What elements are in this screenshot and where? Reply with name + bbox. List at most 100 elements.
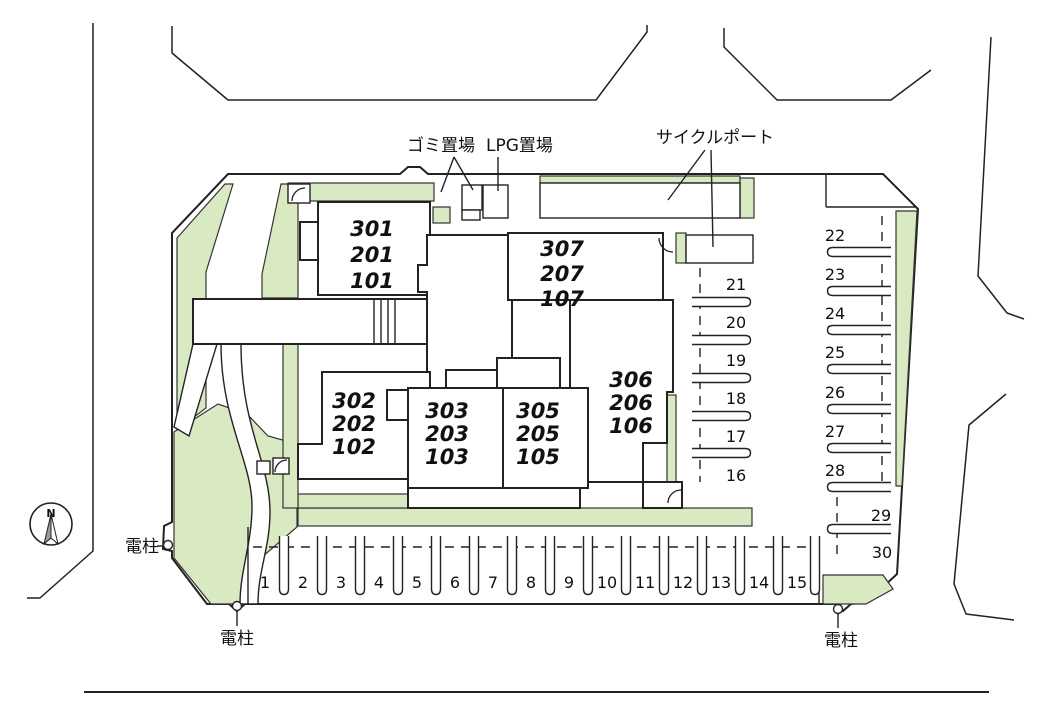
lpg-station: [482, 184, 509, 219]
parking-divider: [692, 296, 752, 308]
parking-divider: [826, 481, 891, 493]
parking-space-number: 9: [564, 573, 574, 592]
utility-poles: 電柱 電柱 電柱: [125, 537, 858, 651]
parking-space-number: 12: [673, 573, 693, 592]
parking-space-number: 15: [787, 573, 807, 592]
building-wing-303: [386, 389, 409, 421]
parking-space-number: 4: [374, 573, 384, 592]
parking-space-number: 26: [825, 383, 845, 402]
compass-north-letter: N: [46, 507, 55, 520]
garbage-leader-lines: [440, 156, 474, 193]
parking-divider: [826, 442, 891, 454]
garbage-label: ゴミ置場: [407, 135, 475, 156]
garden-fixture-right: [272, 457, 290, 475]
road-line-north-left: [171, 25, 648, 101]
parking-numbers-middle: 21 20 19 18 17 16: [726, 275, 746, 485]
facility-labels: ゴミ置場 LPG置場 サイクルポート: [407, 128, 774, 248]
parking-divider: [354, 536, 366, 596]
parking-divider: [544, 536, 556, 596]
parking-space-number: 3: [336, 573, 346, 592]
parking-space-number: 6: [450, 573, 460, 592]
parking-space-number: 20: [726, 313, 746, 332]
building-porch-south: [407, 487, 581, 509]
utility-pole-label-west: 電柱: [125, 537, 159, 557]
parking-space-number: 18: [726, 389, 746, 408]
parking-space-number: 1: [260, 573, 270, 592]
walkways: [173, 343, 290, 605]
parking-space-number: 7: [488, 573, 498, 592]
parking-divider: [692, 410, 752, 422]
green-south-band-step: [297, 493, 421, 509]
utility-pole-label-southeast: 電柱: [824, 631, 858, 651]
parking-divider: [826, 403, 891, 415]
parking-numbers-right: 22 23 24 25 26 27 28 29 30: [825, 226, 892, 562]
parking-divider: [658, 536, 670, 596]
door-arc-east: [658, 237, 674, 253]
cycle-port-label: サイクルポート: [656, 128, 774, 148]
parking-numbers-bottom: 1 2 3 4 5 6 7 8 9 10 11 12 13 14 15: [260, 573, 807, 592]
parking-divider: [392, 536, 404, 596]
green-east-strip: [895, 210, 918, 487]
compass-needle-right: [50, 513, 59, 546]
parking-divider: [772, 536, 784, 596]
parking-space-number: 28: [825, 461, 845, 480]
parking-space-number: 30: [872, 543, 892, 562]
building-wing-301: [299, 221, 319, 261]
parking-area: 1 2 3 4 5 6 7 8 9 10 11 12 13 14 15 21 2…: [247, 216, 892, 604]
corridor-hatch-lines: [373, 299, 396, 344]
parking-space-number: 16: [726, 466, 746, 485]
parking-space-number: 2: [298, 573, 308, 592]
green-mid-strip: [666, 394, 677, 488]
building-block-303: [407, 387, 504, 489]
parking-divider: [468, 536, 480, 596]
parking-space-number: 5: [412, 573, 422, 592]
north-compass: N: [29, 502, 73, 546]
parking-space-number: 25: [825, 343, 845, 362]
building-block-305: [502, 387, 589, 489]
parking-space-number: 21: [726, 275, 746, 294]
utility-pole-marker-west: [162, 539, 174, 551]
parking-dividers-bottom: [278, 536, 821, 596]
parking-divider: [826, 363, 891, 375]
building-porch-southeast: [642, 481, 683, 509]
parking-space-number: 14: [749, 573, 769, 592]
garden-fixture-left: [256, 460, 271, 475]
parking-divider: [506, 536, 518, 596]
parking-divider: [692, 447, 752, 459]
parking-divider: [826, 523, 891, 535]
parking-divider: [582, 536, 594, 596]
structures: [461, 174, 915, 264]
parking-divider: [692, 372, 752, 384]
parking-dividers-middle: [692, 296, 752, 459]
utility-pole-marker-south: [231, 600, 243, 612]
parking-divider: [278, 536, 290, 596]
northeast-area-lines: [825, 174, 915, 208]
garbage-station-step: [461, 209, 481, 221]
parking-divider: [826, 246, 891, 258]
door-arc-north: [291, 187, 306, 202]
parking-divider: [316, 536, 328, 596]
road-line-east-lower: [953, 393, 1015, 621]
cycle-port-leader-lines: [667, 149, 714, 248]
parking-divider: [734, 536, 746, 596]
parking-space-number: 29: [871, 506, 891, 525]
cycle-port-main: [539, 182, 741, 219]
parking-divider: [620, 536, 632, 596]
parking-space-number: 11: [635, 573, 655, 592]
building-connector: [496, 357, 561, 391]
building-block-307: [507, 232, 664, 301]
parking-space-number: 17: [726, 427, 746, 446]
utility-pole-label-south: 電柱: [220, 629, 254, 649]
door-arc-southeast: [667, 489, 682, 504]
parking-divider: [826, 285, 891, 297]
road-line-west: [27, 23, 94, 599]
road-lines: [27, 23, 1025, 621]
